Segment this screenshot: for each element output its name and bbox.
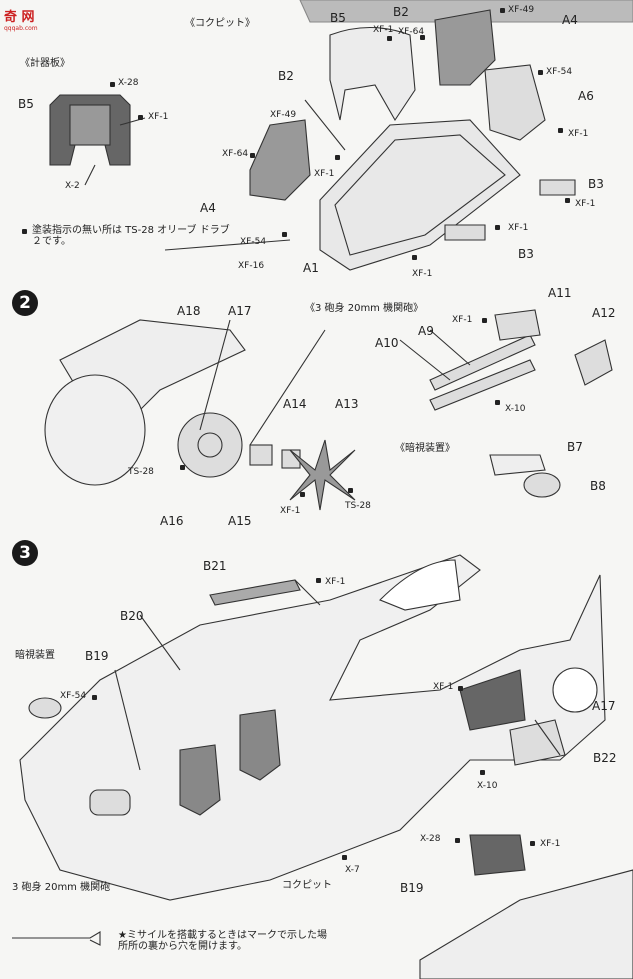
section-instrument-panel: 《計器板》 [20,58,70,69]
paint-swatch [387,36,392,41]
paint-xf-1: XF-1 [575,199,596,209]
paint-x-28: X-28 [118,78,139,88]
paint-swatch [300,492,305,497]
label-a13: A13 [335,397,359,411]
label-b19: B19 [400,881,424,895]
paint-xf-64: XF-64 [222,149,249,159]
label-a6: A6 [578,89,594,103]
paint-xf-1: XF-1 [373,25,394,35]
paint-swatch [316,578,321,583]
label-b22: B22 [593,751,617,765]
label-b7: B7 [567,440,583,454]
paint-swatch [482,318,487,323]
paint-swatch [565,198,570,203]
label-a16: A16 [160,514,184,528]
label-b5: B5 [330,11,346,25]
label-night-sight: 暗視装置 [15,650,55,661]
paint-swatch [335,155,340,160]
site-logo: 奇 网 qqqab.com [4,6,74,32]
paint-swatch [480,770,485,775]
paint-swatch [538,70,543,75]
paint-swatch [250,153,255,158]
paint-xf-54: XF-54 [240,237,267,247]
paint-swatch [495,400,500,405]
paint-xf-1: XF-1 [568,129,589,139]
paint-swatch [455,838,460,843]
paint-swatch [22,229,27,234]
paint-xf-64: XF-64 [398,27,425,37]
label-a12: A12 [592,306,616,320]
label-a17: A17 [228,304,252,318]
paint-x-10: X-10 [477,781,498,791]
paint-swatch [530,841,535,846]
paint-xf-1: XF-1 [412,269,433,279]
label-a15: A15 [228,514,252,528]
label-b2: B2 [393,5,409,19]
paint-xf-1: XF-1 [148,112,169,122]
label-gun: 3 砲身 20mm 機関砲 [12,882,111,893]
paint-x-2: X-2 [65,181,80,191]
paint-swatch [412,255,417,260]
paint-xf-1: XF-1 [280,506,301,516]
paint-swatch [500,8,505,13]
label-b2: B2 [278,69,294,83]
label-b21: B21 [203,559,227,573]
paint-swatch [342,855,347,860]
paint-xf-16: XF-16 [238,261,265,271]
label-cockpit: コクピット [282,880,332,891]
paint-swatch [420,35,425,40]
paint-ts-28: TS-28 [345,501,371,511]
label-b20: B20 [120,609,144,623]
paint-xf-1: XF-1 [325,577,346,587]
label-b19: B19 [85,649,109,663]
label-a18: A18 [177,304,201,318]
section-gun: 《3 砲身 20mm 機関砲》 [305,303,424,314]
missile-note: ★ミサイルを搭載するときはマークで示した場所所の裏から穴を開けます。 [118,930,327,952]
logo-url: qqqab.com [4,25,38,32]
label-a1: A1 [303,261,319,275]
paint-xf-54: XF-54 [546,67,573,77]
label-a10: A10 [375,336,399,350]
paint-x-10: X-10 [505,404,526,414]
step-2-badge: 2 [12,290,38,316]
paint-x-28: X-28 [420,834,441,844]
paint-xf-54: XF-54 [60,691,87,701]
label-b3: B3 [518,247,534,261]
label-b3: B3 [588,177,604,191]
label-a17: A17 [592,699,616,713]
paint-xf-1: XF-1 [508,223,529,233]
paint-swatch [495,225,500,230]
paint-swatch [138,115,143,120]
paint-xf-1: XF-1 [433,682,454,692]
paint-note: 塗装指示の無い所は TS-28 オリーブ ドラブ２です。 [32,225,230,247]
paint-xf-1: XF-1 [540,839,561,849]
paint-xf-49: XF-49 [270,110,297,120]
label-a14: A14 [283,397,307,411]
paint-xf-49: XF-49 [508,5,535,15]
label-a4: A4 [200,201,216,215]
paint-x-7: X-7 [345,865,360,875]
paint-swatch [348,488,353,493]
label-a9: A9 [418,324,434,338]
label-b8: B8 [590,479,606,493]
paint-xf-1: XF-1 [314,169,335,179]
paint-swatch [92,695,97,700]
paint-ts-28: TS-28 [128,467,154,477]
paint-swatch [558,128,563,133]
paint-swatch [110,82,115,87]
paint-swatch [458,686,463,691]
section-cockpit: 《コクピット》 [185,18,255,29]
label-a4: A4 [562,13,578,27]
step-3-badge: 3 [12,540,38,566]
paint-swatch [180,465,185,470]
label-b5: B5 [18,97,34,111]
logo-text: 奇 网 [4,10,35,25]
label-a11: A11 [548,286,572,300]
paint-swatch [282,232,287,237]
paint-xf-1: XF-1 [452,315,473,325]
section-sight: 《暗視装置》 [395,443,455,454]
